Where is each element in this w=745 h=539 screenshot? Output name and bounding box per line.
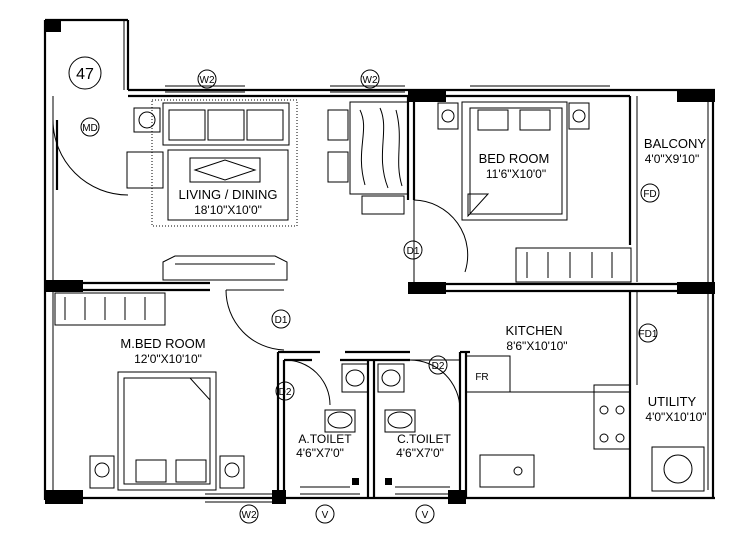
french-door-tag: FD xyxy=(643,189,656,200)
kitchen-name: KITCHEN xyxy=(505,323,562,338)
c-toilet-name: C.TOILET xyxy=(397,432,451,446)
window-tag-3: W2 xyxy=(242,510,257,521)
main-door-tag: MD xyxy=(82,123,98,134)
kitchen-size: 8'6"X10'10" xyxy=(506,339,567,353)
living-furniture xyxy=(126,99,409,281)
window-tag-2: W2 xyxy=(363,75,378,86)
mbedroom-name: M.BED ROOM xyxy=(120,336,205,351)
utility-size: 4'0"X10'10" xyxy=(645,410,706,424)
c-toilet-size: 4'6"X7'0" xyxy=(396,446,444,460)
french-door-1-tag: FD1 xyxy=(639,329,658,340)
door-d1-bedroom-tag: D1 xyxy=(407,246,420,257)
door-d2-toilet-tag: D2 xyxy=(279,387,292,398)
mbedroom-size: 12'0"X10'10" xyxy=(134,352,202,366)
bedroom-furniture xyxy=(437,101,632,283)
living-name: LIVING / DINING xyxy=(179,187,278,202)
interior-doors xyxy=(225,199,469,411)
bedroom-name: BED ROOM xyxy=(479,151,550,166)
balcony-size: 4'0"X9'10" xyxy=(645,152,699,166)
plot-number: 47 xyxy=(76,66,94,83)
main-door xyxy=(52,119,129,196)
door-d1-mbed-tag: D1 xyxy=(275,315,288,326)
toilet-fixtures xyxy=(300,363,450,488)
windows xyxy=(123,20,709,503)
door-d2-kitchen-tag: D2 xyxy=(432,361,445,372)
a-toilet-name: A.TOILET xyxy=(298,432,352,446)
columns xyxy=(45,20,715,504)
utility-name: UTILITY xyxy=(648,394,697,409)
fridge-label: FR xyxy=(475,372,488,383)
kitchen-fixtures xyxy=(465,355,705,492)
door-tags xyxy=(68,56,660,524)
a-toilet-size: 4'6"X7'0" xyxy=(296,446,344,460)
ventilator-tag-1: V xyxy=(322,510,329,521)
bedroom-size: 11'6"X10'0" xyxy=(486,167,546,181)
ventilator-tag-2: V xyxy=(422,510,429,521)
window-tag-1: W2 xyxy=(200,75,215,86)
balcony-name: BALCONY xyxy=(644,136,706,151)
living-size: 18'10"X10'0" xyxy=(194,203,262,217)
master-bedroom-furniture xyxy=(54,292,245,491)
